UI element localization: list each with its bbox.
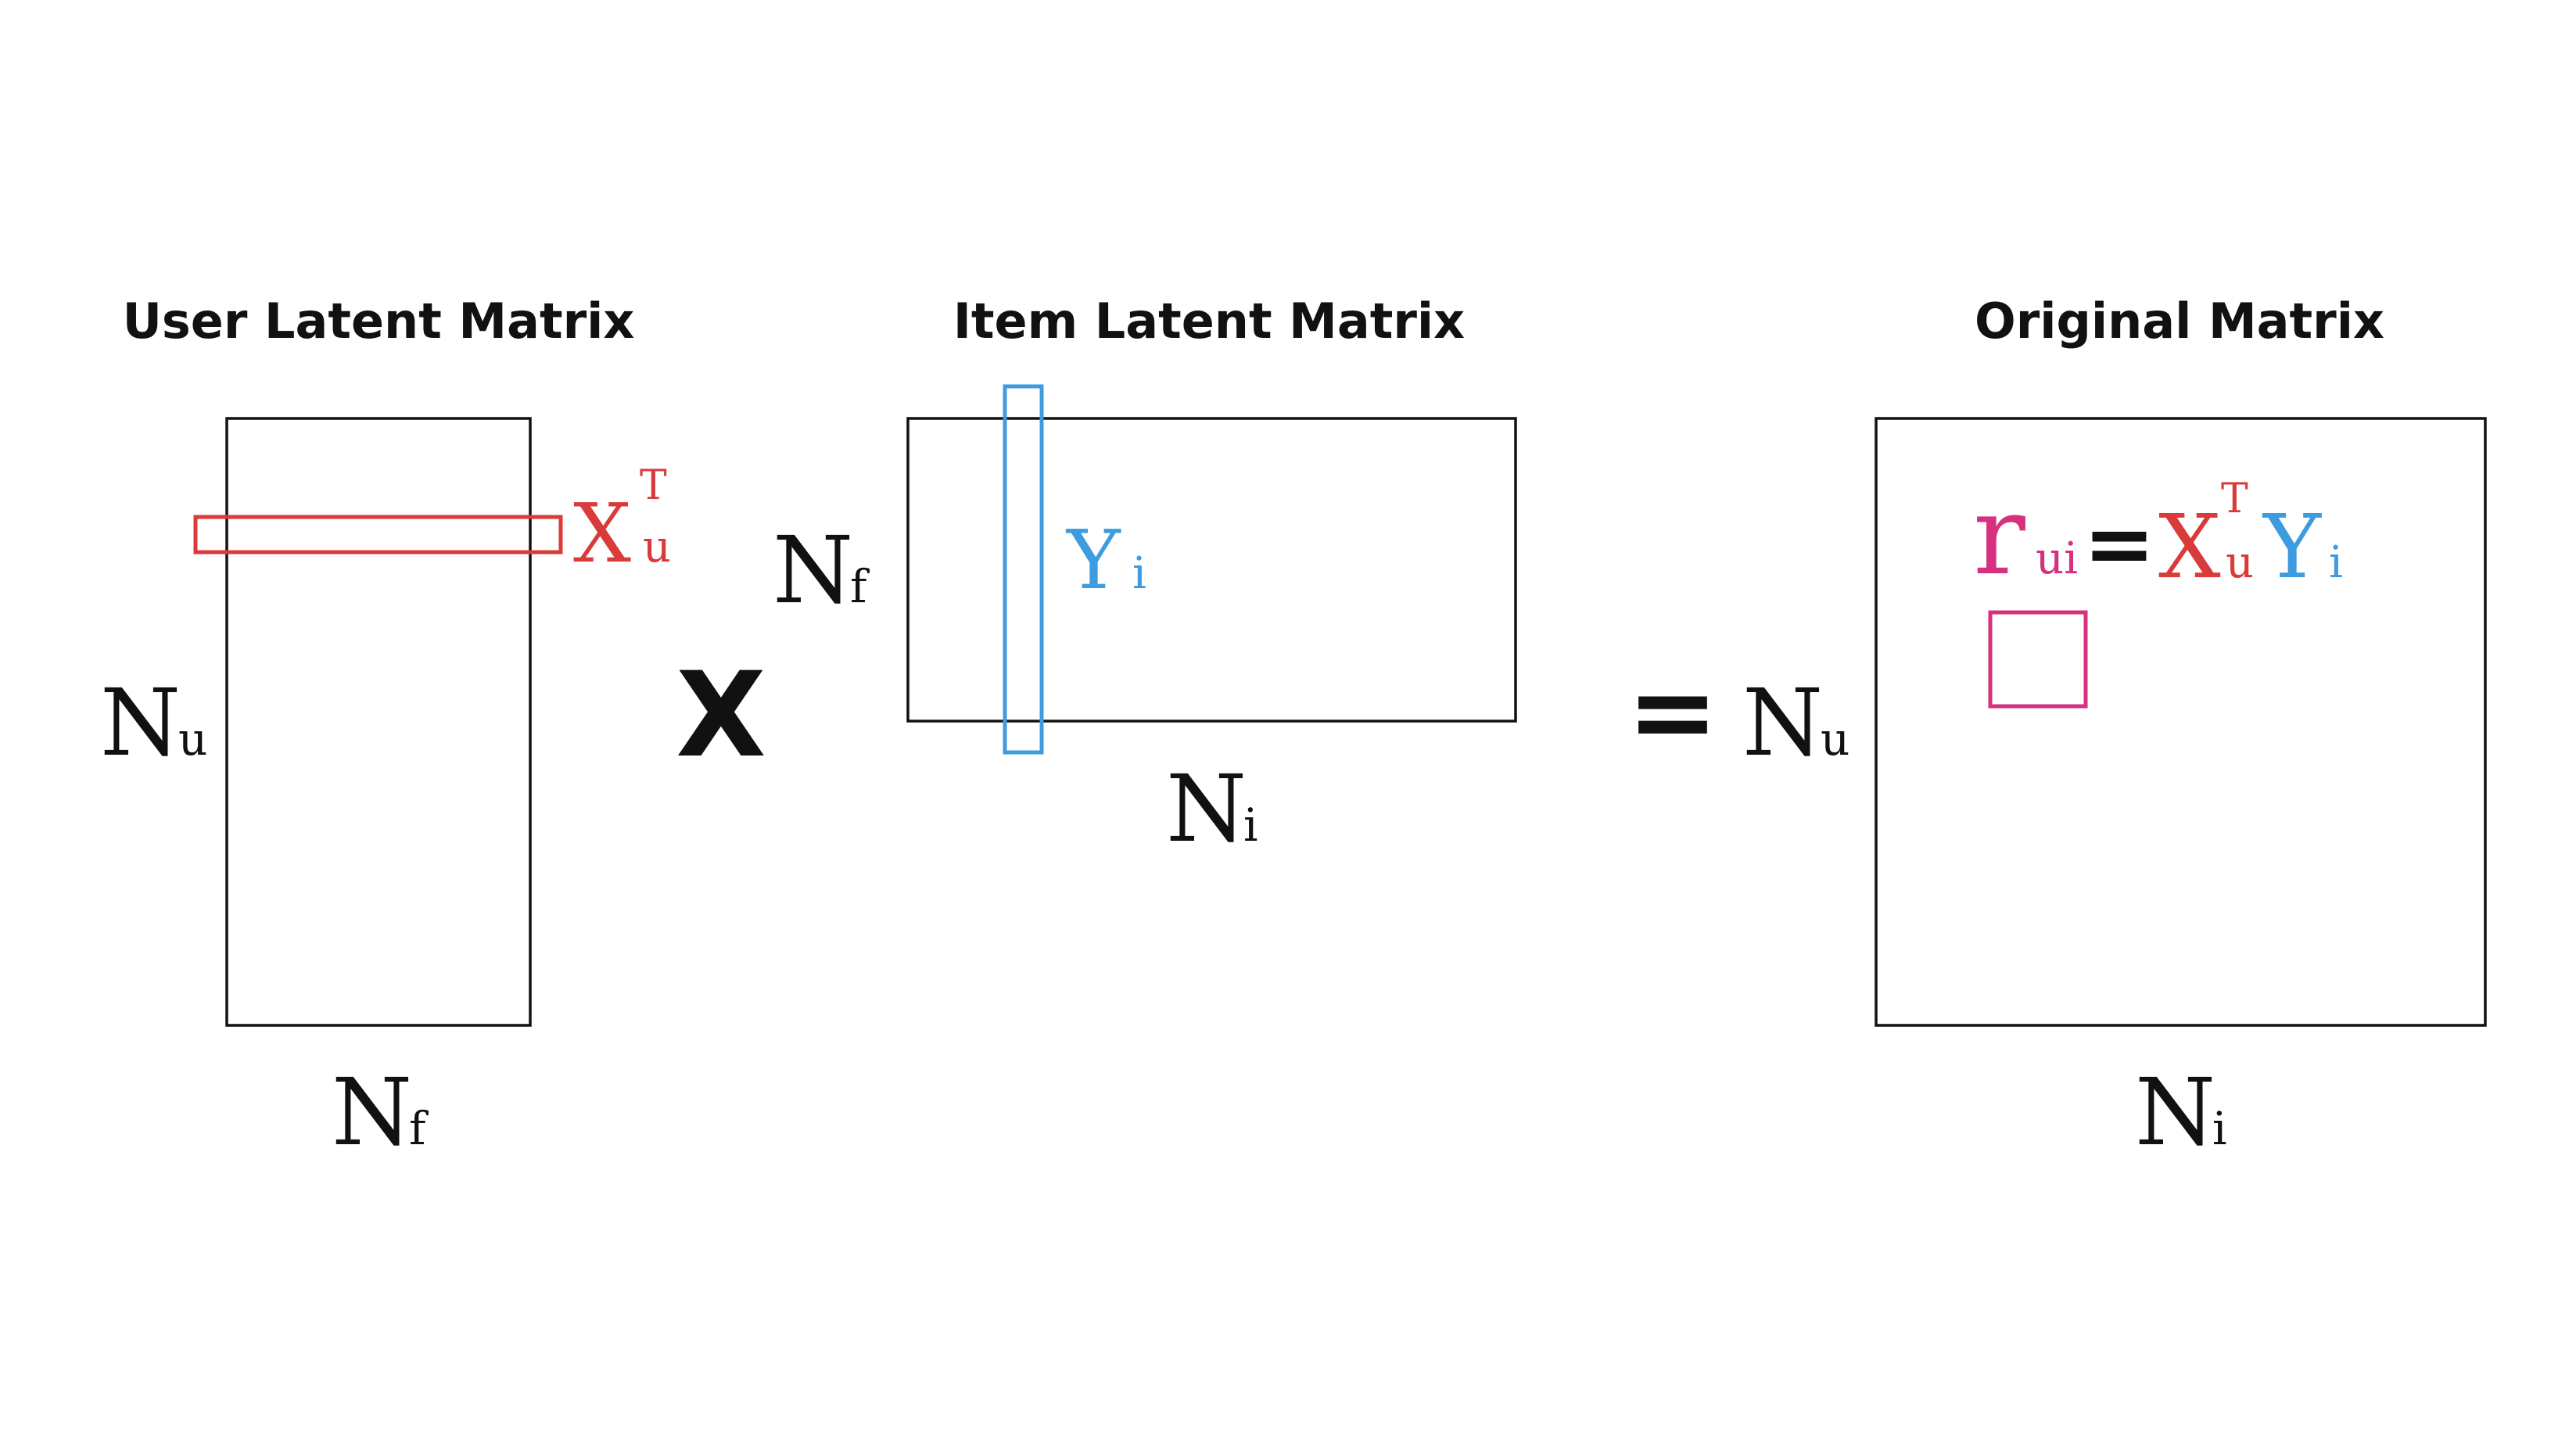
user-row-vector-highlight bbox=[193, 515, 563, 555]
formula-x-superscript-t: T bbox=[2221, 476, 2248, 522]
formula-y-subscript-i: i bbox=[2329, 537, 2343, 588]
item-rows-sub: f bbox=[850, 560, 870, 613]
original-rows-symbol: N bbox=[1742, 669, 1823, 777]
user-rows-symbol: N bbox=[100, 669, 181, 777]
original-rows-label: N u bbox=[1742, 669, 1849, 777]
r-symbol: r bbox=[1973, 472, 2025, 600]
item-cols-label: N i bbox=[1166, 755, 1258, 863]
item-col-vector-label: Y i bbox=[1065, 512, 1146, 608]
item-rows-symbol: N bbox=[773, 516, 853, 624]
item-cols-symbol: N bbox=[1166, 755, 1247, 863]
user-row-vector-label: X T u bbox=[573, 462, 671, 581]
formula-equals: = bbox=[2083, 494, 2155, 594]
item-matrix-title: Item Latent Matrix bbox=[953, 293, 1465, 350]
item-col-vector-highlight bbox=[1003, 384, 1044, 755]
y-symbol: Y bbox=[1065, 512, 1121, 608]
multiply-operator: X bbox=[676, 648, 766, 784]
user-matrix-title: User Latent Matrix bbox=[123, 293, 635, 350]
user-rows-label: N u bbox=[100, 669, 207, 777]
user-cols-label: N f bbox=[332, 1058, 429, 1166]
formula-x-subscript-u: u bbox=[2226, 537, 2254, 588]
x-symbol: X bbox=[573, 486, 631, 581]
original-matrix-title: Original Matrix bbox=[1975, 293, 2384, 350]
item-matrix-box bbox=[906, 417, 1517, 723]
user-rows-sub: u bbox=[178, 712, 207, 766]
x-superscript-t: T bbox=[640, 462, 667, 509]
original-rows-sub: u bbox=[1821, 712, 1849, 766]
rating-formula: r ui = X T u Y i bbox=[1973, 472, 2343, 600]
item-cols-sub: i bbox=[1243, 799, 1258, 852]
original-cols-label: N i bbox=[2135, 1058, 2227, 1166]
formula-y-symbol: Y bbox=[2262, 497, 2322, 598]
user-cols-sub: f bbox=[409, 1102, 429, 1155]
y-subscript-i: i bbox=[1132, 548, 1146, 599]
rating-cell-highlight bbox=[1988, 610, 2088, 709]
equals-operator: = bbox=[1627, 648, 1718, 776]
user-matrix-box bbox=[225, 417, 532, 1027]
original-cols-symbol: N bbox=[2135, 1058, 2215, 1166]
item-rows-label: N f bbox=[773, 516, 870, 624]
r-subscript-ui: ui bbox=[2036, 533, 2078, 584]
x-subscript-u: u bbox=[643, 522, 671, 572]
formula-x-symbol: X bbox=[2158, 497, 2221, 598]
original-cols-sub: i bbox=[2212, 1102, 2227, 1155]
user-cols-symbol: N bbox=[332, 1058, 412, 1166]
original-matrix-box bbox=[1875, 417, 2487, 1027]
